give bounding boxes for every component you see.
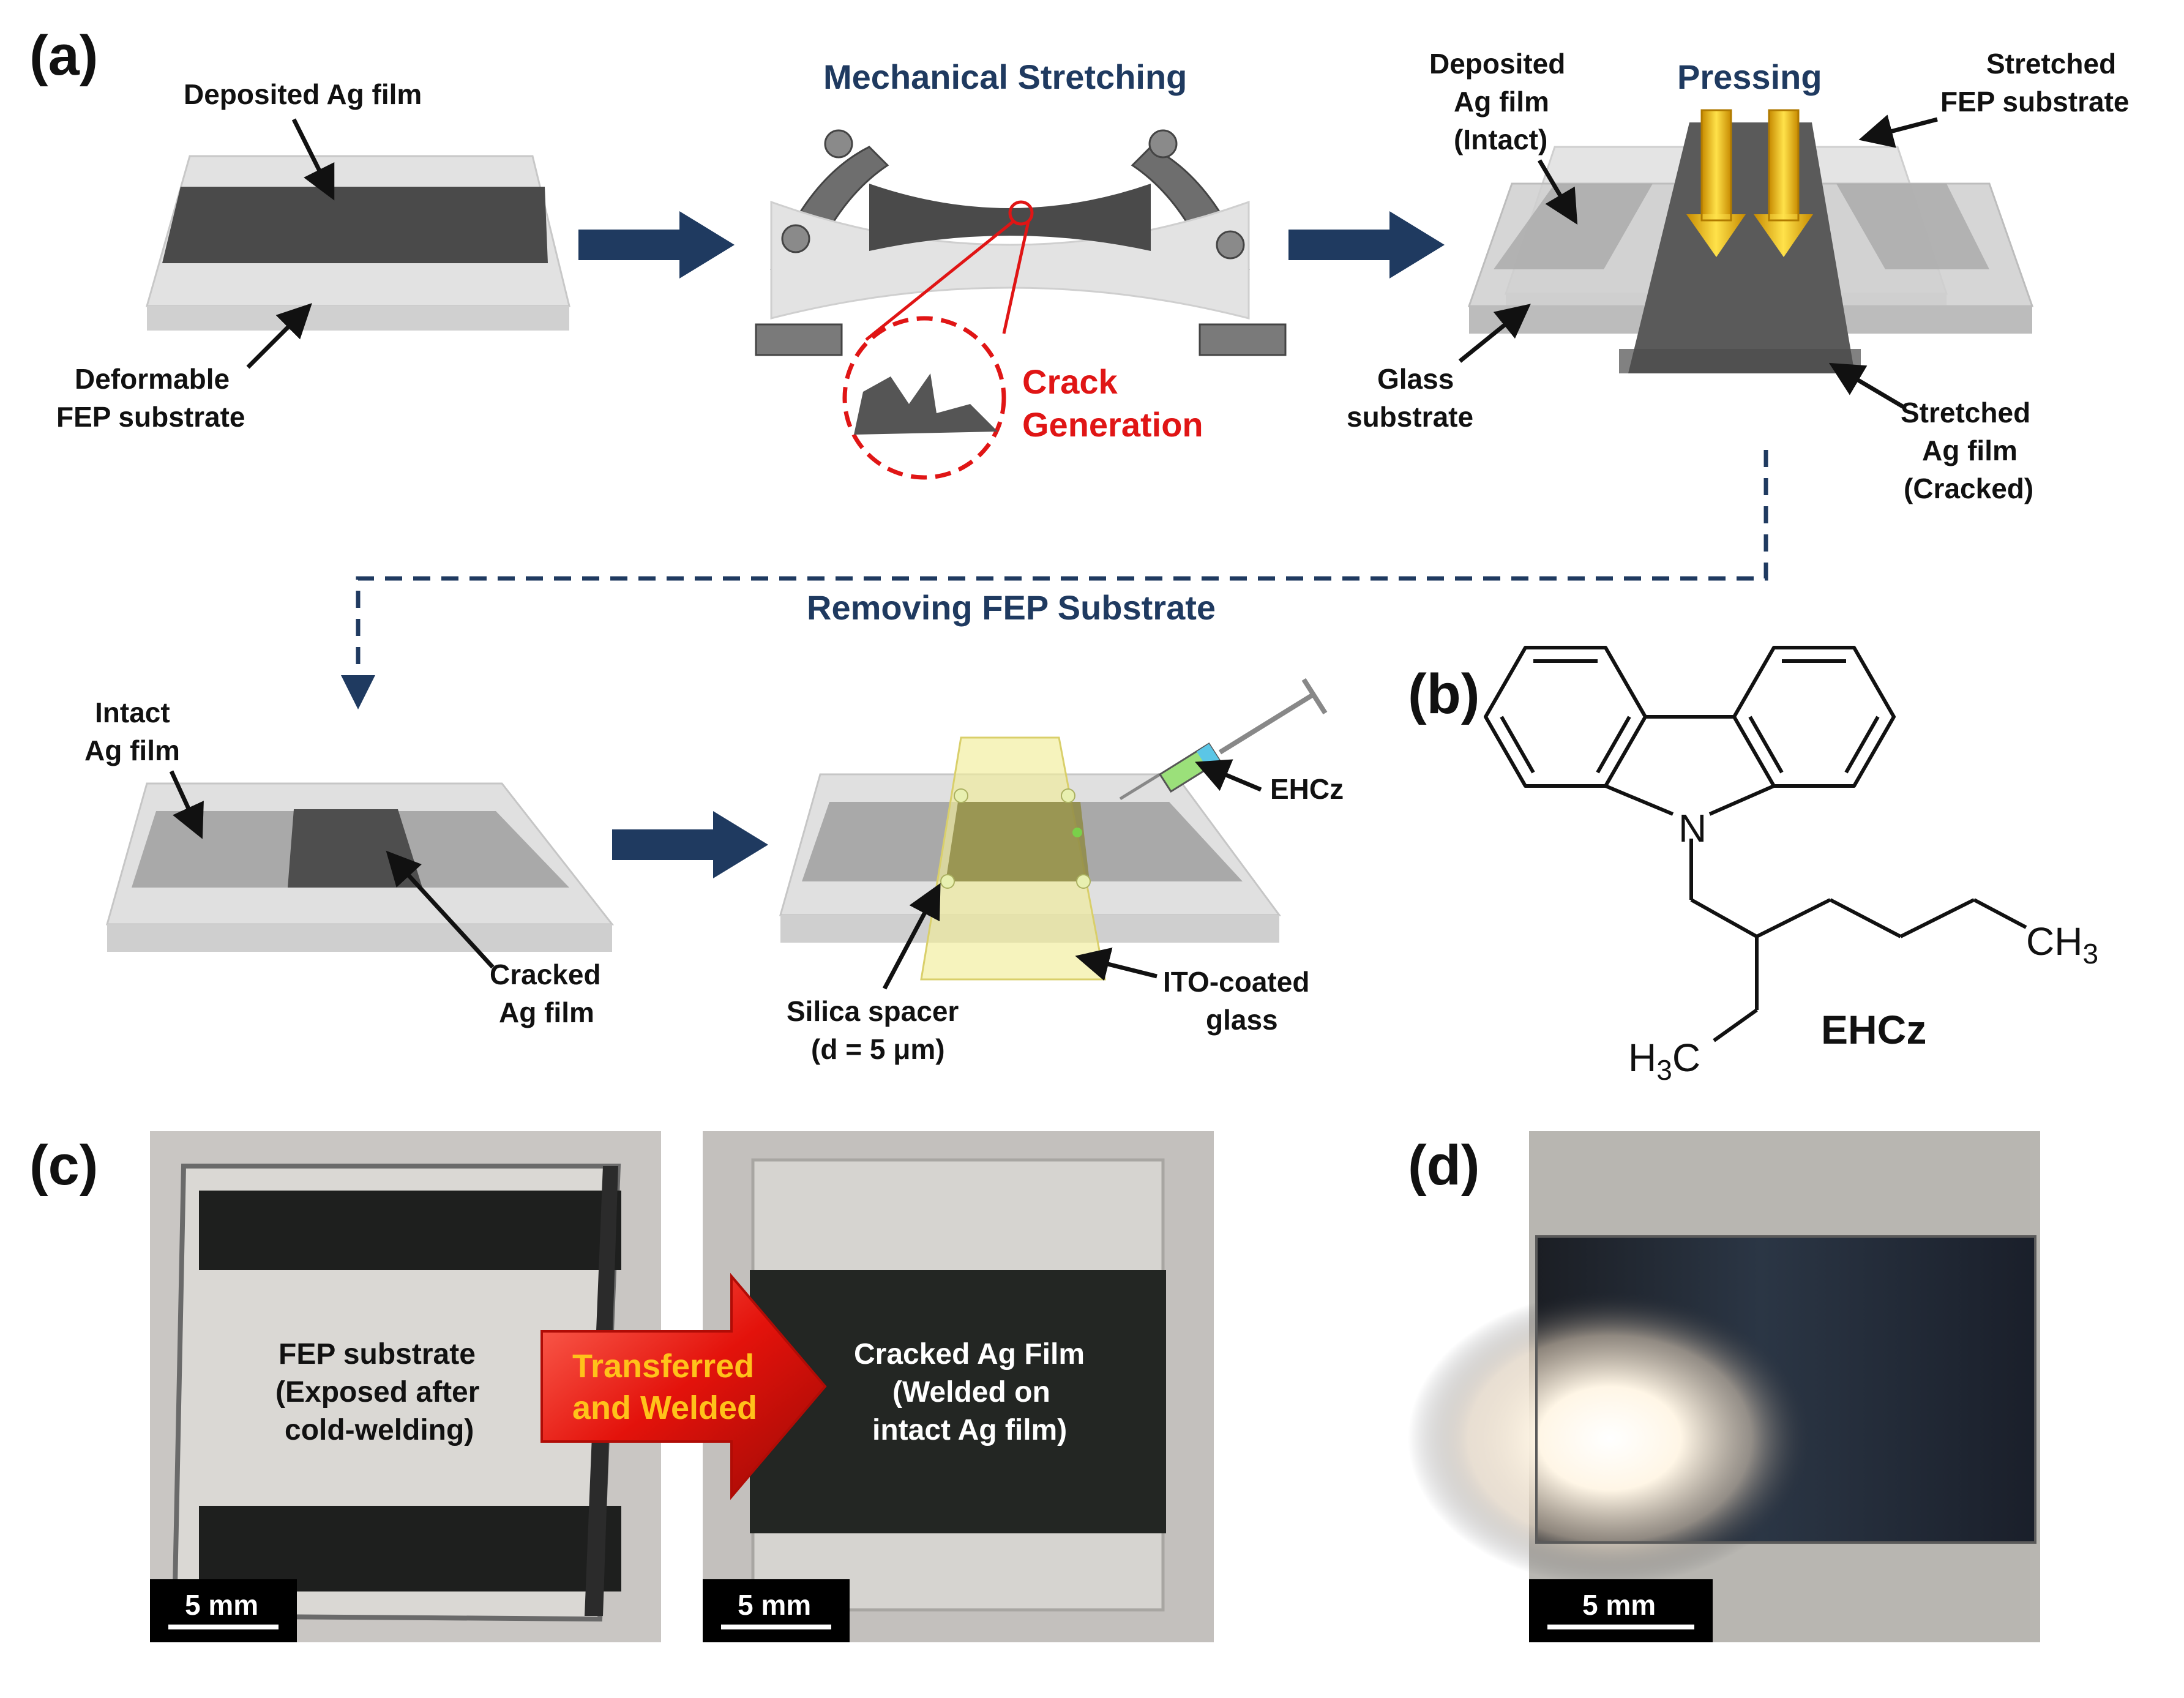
step3-pressing-illustration (1467, 109, 2034, 373)
pointer-fep-substrate (246, 303, 312, 369)
panel-label-c: (c) (29, 1134, 98, 1197)
photo-fep-substrate (150, 1131, 661, 1642)
pointer-ito (1075, 948, 1157, 981)
label-cracked-line1: Cracked (490, 959, 601, 990)
label-ehcz-cell: EHCz (1270, 773, 1344, 805)
scale-label-right: 5 mm (738, 1589, 811, 1621)
label-stretched-ag-line1: Stretched (1901, 397, 2030, 428)
step4-illustration (106, 782, 615, 952)
pointer-deposited-film (291, 118, 335, 201)
step5-cell-illustration (779, 736, 1281, 981)
transferred-arrow (540, 1273, 827, 1500)
photo-welded-device (1408, 1131, 2040, 1642)
arrow-text-line1: Transferred (572, 1348, 754, 1385)
label-ito-line1: ITO-coated (1163, 966, 1309, 998)
label-deposited-line1: Deposited (1429, 48, 1565, 80)
ehcz-structure (1484, 646, 2027, 1042)
label-removing-fep: Removing FEP Substrate (807, 588, 1216, 627)
process-arrow-3 (612, 811, 768, 878)
scale-label-d: 5 mm (1582, 1589, 1656, 1621)
label-glass-line1: Glass (1377, 363, 1454, 395)
press-arrow-left (1686, 109, 1746, 257)
step2-stretcher-illustration (755, 129, 1287, 356)
label-deposited-ag-film: Deposited Ag film (184, 78, 422, 110)
label-glass-line2: substrate (1347, 401, 1473, 433)
pointer-spacer (882, 883, 941, 990)
title-mechanical-stretching: Mechanical Stretching (823, 58, 1187, 96)
label-stretched-fep-line2: FEP substrate (1940, 86, 2129, 118)
photo-right-line2: (Welded on (892, 1376, 1050, 1408)
scale-label-left: 5 mm (185, 1589, 258, 1621)
pointer-stretched-ag (1828, 362, 1905, 410)
label-stretched-fep-line1: Stretched (1986, 48, 2116, 80)
press-arrow-right (1754, 109, 1813, 257)
label-spacer-line1: Silica spacer (787, 995, 959, 1027)
photo-left-line3: cold-welding) (285, 1414, 474, 1446)
scale-bar-d (1529, 1579, 1713, 1642)
label-generation: Generation (1022, 405, 1203, 444)
pointer-deposited-intact (1537, 159, 1578, 225)
label-stretched-ag-line2: Ag film (1922, 435, 2018, 466)
arrow-text-line2: and Welded (572, 1389, 757, 1426)
panel-label-b: (b) (1408, 663, 1479, 725)
label-intact-line2: Ag film (84, 735, 180, 766)
label-deformable: Deformable (75, 363, 230, 395)
label-crack: Crack (1022, 362, 1118, 401)
ch3-group: CH3 (2026, 919, 2098, 970)
pointer-cracked-ag (386, 850, 495, 969)
label-intact-line1: Intact (95, 697, 170, 728)
photo-right-line1: Cracked Ag Film (854, 1338, 1085, 1371)
scale-bar-left (150, 1579, 297, 1642)
label-spacer-line2: (d = 5 μm) (811, 1033, 945, 1065)
dashed-connector (341, 450, 1768, 709)
photo-left-line1: FEP substrate (279, 1338, 476, 1371)
molecule-name: EHCz (1821, 1007, 1926, 1052)
pointer-ehcz (1195, 759, 1262, 792)
label-deposited-line3: (Intact) (1454, 124, 1547, 155)
process-arrow-2 (1288, 211, 1445, 279)
label-stretched-ag-line3: (Cracked) (1904, 473, 2033, 504)
photo-right-line3: intact Ag film) (872, 1414, 1067, 1446)
pointer-intact-ag (169, 770, 204, 839)
h3c-group: H3C (1628, 1036, 1700, 1086)
title-pressing: Pressing (1677, 58, 1822, 96)
pointer-glass (1458, 304, 1531, 363)
label-fep-substrate: FEP substrate (56, 401, 245, 433)
step1-substrate-illustration (146, 155, 570, 331)
label-deposited-line2: Ag film (1454, 86, 1549, 118)
label-cracked-line2: Ag film (499, 997, 594, 1028)
crack-zoom-illustration (842, 200, 1034, 480)
scale-bar-right (703, 1579, 850, 1642)
label-ito-line2: glass (1206, 1004, 1278, 1036)
pointer-stretched-fep (1858, 114, 1938, 148)
photo-left-line2: (Exposed after (275, 1376, 479, 1408)
panel-label-a: (a) (29, 24, 98, 87)
syringe-icon (1119, 678, 1328, 801)
panel-label-d: (d) (1408, 1134, 1479, 1197)
process-arrow-1 (578, 211, 735, 279)
atom-n: N (1678, 806, 1707, 850)
